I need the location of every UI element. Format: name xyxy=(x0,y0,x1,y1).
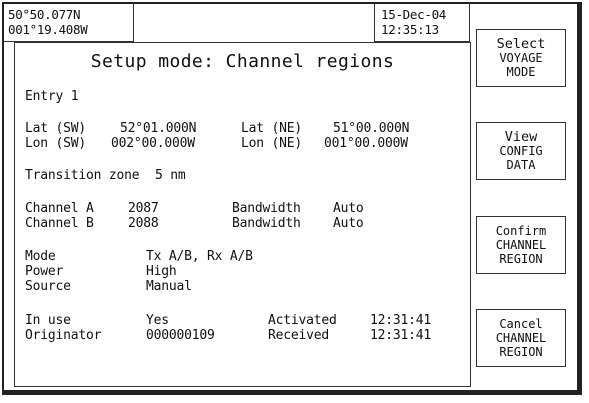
received-value: 12:31:41 xyxy=(370,328,432,343)
softkey-line: CONFIG xyxy=(499,144,543,158)
lon-ne-value: 001°00.000W xyxy=(324,136,408,151)
softkey-line: DATA xyxy=(506,158,536,172)
softkey-line: Confirm xyxy=(495,224,547,238)
power-value: High xyxy=(146,264,177,279)
in-use-value: Yes xyxy=(146,313,169,328)
softkey-line: CHANNEL xyxy=(495,331,547,345)
softkey-line: VOYAGE xyxy=(499,51,543,65)
originator-label: Originator xyxy=(25,328,102,343)
date-readout: 15-Dec-04 xyxy=(381,7,447,22)
received-label: Received xyxy=(268,328,330,343)
softkey-line: Cancel xyxy=(499,317,543,331)
bandwidth-b-label: Bandwidth xyxy=(232,216,301,231)
channel-a-label: Channel A xyxy=(25,201,94,216)
page-title: Setup mode: Channel regions xyxy=(90,51,395,72)
lat-ne-value: 51°00.000N xyxy=(333,121,410,136)
activated-value: 12:31:41 xyxy=(370,313,432,328)
cancel-channel-region-button[interactable]: Cancel CHANNEL REGION xyxy=(476,309,566,367)
lon-sw-label: Lon (SW) xyxy=(25,136,87,151)
softkey-line: REGION xyxy=(499,345,543,359)
softkey-line: Select xyxy=(496,36,546,52)
channel-a-value: 2087 xyxy=(128,201,159,216)
bandwidth-a-label: Bandwidth xyxy=(232,201,301,216)
in-use-label: In use xyxy=(25,313,71,328)
view-config-data-button[interactable]: View CONFIG DATA xyxy=(476,122,566,180)
channel-region-panel: Setup mode: Channel regions Entry 1 Lat … xyxy=(14,42,471,387)
activated-label: Activated xyxy=(268,313,337,328)
bandwidth-b-value: Auto xyxy=(333,216,364,231)
entry-label: Entry 1 xyxy=(25,89,79,104)
lat-sw-value: 52°01.000N xyxy=(120,121,197,136)
mode-label: Mode xyxy=(25,249,56,264)
latitude-readout: 50°50.077N xyxy=(8,7,81,22)
channel-b-label: Channel B xyxy=(25,216,94,231)
softkey-line: REGION xyxy=(499,252,543,266)
position-readout: 50°50.077N 001°19.408W xyxy=(4,4,134,42)
longitude-readout: 001°19.408W xyxy=(8,22,88,37)
select-voyage-mode-button[interactable]: Select VOYAGE MODE xyxy=(476,29,566,87)
softkey-line: CHANNEL xyxy=(495,238,547,252)
bandwidth-a-value: Auto xyxy=(333,201,364,216)
lat-sw-label: Lat (SW) xyxy=(25,121,87,136)
lon-sw-value: 002°00.000W xyxy=(111,136,195,151)
transition-zone-label: Transition zone xyxy=(25,168,140,183)
channel-b-value: 2088 xyxy=(128,216,159,231)
confirm-channel-region-button[interactable]: Confirm CHANNEL REGION xyxy=(476,216,566,274)
time-readout: 12:35:13 xyxy=(381,22,439,37)
softkey-line: MODE xyxy=(506,65,536,79)
datetime-readout: 15-Dec-04 12:35:13 xyxy=(374,4,470,42)
source-label: Source xyxy=(25,279,71,294)
lon-ne-label: Lon (NE) xyxy=(241,136,303,151)
softkey-line: View xyxy=(504,129,538,145)
source-value: Manual xyxy=(146,279,192,294)
originator-value: 000000109 xyxy=(146,328,215,343)
power-label: Power xyxy=(25,264,64,279)
mode-value: Tx A/B, Rx A/B xyxy=(146,249,253,264)
transition-zone-value: 5 nm xyxy=(155,168,186,183)
lat-ne-label: Lat (NE) xyxy=(241,121,303,136)
